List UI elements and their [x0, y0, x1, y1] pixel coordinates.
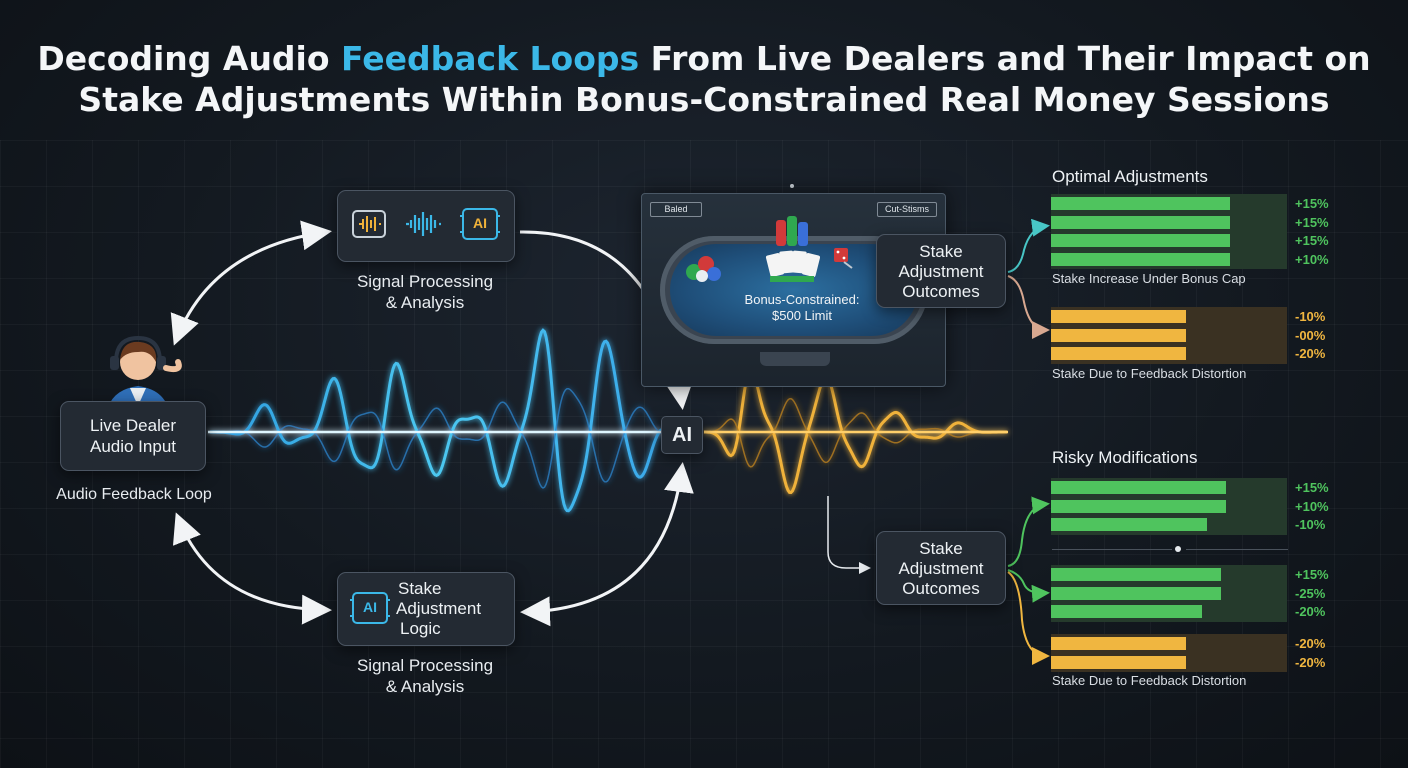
bar-optimal-green-0: [1051, 197, 1231, 210]
outcomes-top-line3: Outcomes: [902, 282, 980, 301]
bar-risky-green-2-1: [1051, 586, 1221, 600]
outcomes-bottom-line1: Stake: [919, 539, 963, 558]
bar-label-optimal-green-2: +15%: [1295, 233, 1329, 248]
table-tag-right[interactable]: Cut-Stisms: [877, 202, 937, 217]
bar-label-risky-green-2-2: -20%: [1295, 604, 1326, 619]
playing-cards-icon: [764, 248, 821, 289]
signal-top-line1: Signal Processing: [356, 272, 494, 291]
risky-divider-dot: [1175, 546, 1181, 552]
ai-node[interactable]: AI: [661, 416, 703, 454]
audio-waveform-blue: [208, 328, 663, 513]
feedback-loop-arrows: [170, 220, 694, 627]
risky-modifications-title: Risky Modifications: [1052, 448, 1198, 467]
bar-label-risky-green-1-1: +10%: [1295, 498, 1329, 514]
logic-line3: Logic: [400, 619, 441, 638]
bar-label-risky-green-2-0: +15%: [1295, 567, 1329, 582]
bar-label-risky-orange-1: -20%: [1295, 654, 1326, 670]
table-tag-left[interactable]: Baled: [650, 202, 702, 217]
bar-optimal-green-3: [1051, 252, 1231, 266]
page-title: Decoding Audio Feedback Loops From Live …: [0, 38, 1408, 120]
bar-label-optimal-green-3: +10%: [1295, 251, 1329, 267]
branch-connectors-bottom: [1007, 496, 1050, 665]
bar-risky-orange-1: [1051, 655, 1186, 669]
dealer-line1: Live Dealer: [90, 416, 176, 435]
bar-optimal-orange-2: [1051, 347, 1186, 360]
signal-top-line2: & Analysis: [385, 293, 465, 312]
signal-bottom-line1: Signal Processing: [356, 656, 494, 675]
bar-label-optimal-orange-0: -10%: [1295, 309, 1326, 324]
ai-chip-icon-logic: AI: [350, 589, 390, 627]
outcomes-bottom-line3: Outcomes: [902, 579, 980, 598]
bar-label-risky-green-1-2: -10%: [1295, 517, 1326, 532]
bar-label-optimal-green-0: +15%: [1295, 196, 1329, 211]
branch-connectors-top: [1007, 218, 1050, 339]
title-part1: Decoding Audio: [37, 39, 342, 78]
outcomes-bottom-line2: Adjustment: [898, 559, 984, 578]
table-line2: $500 Limit: [772, 308, 832, 323]
logic-line2: Adjustment: [396, 599, 482, 618]
title-line2: Stake Adjustments Within Bonus-Constrain…: [78, 80, 1330, 119]
ai-chip-text: AI: [473, 214, 487, 231]
connector-to-outcomes: [827, 496, 871, 574]
signal-processing-box[interactable]: AI: [337, 190, 515, 262]
bar-optimal-green-2: [1051, 234, 1231, 247]
bar-optimal-orange-1: [1051, 328, 1186, 342]
table-limit-text: Bonus-Constrained: $500 Limit: [702, 292, 902, 324]
bar-risky-orange-0: [1051, 637, 1186, 650]
risky-divider-left: [1052, 549, 1172, 550]
bar-risky-green-2-2: [1051, 605, 1203, 618]
audio-feedback-loop-label: Audio Feedback Loop: [56, 486, 212, 503]
signal-bottom-line2: & Analysis: [385, 677, 465, 696]
stake-adjustment-logic-box[interactable]: AI Stake Adjustment Logic: [337, 572, 515, 646]
waveform-scan-icon: [352, 209, 386, 243]
live-dealer-box[interactable]: Live Dealer Audio Input: [60, 401, 206, 471]
optimal-adjustments-title: Optimal Adjustments: [1052, 167, 1208, 186]
soundwave-icon: [404, 210, 442, 243]
bar-risky-green-1-0: [1051, 481, 1226, 494]
bar-label-risky-orange-0: -20%: [1295, 636, 1326, 651]
optimal-green-caption: Stake Increase Under Bonus Cap: [1052, 271, 1246, 286]
ai-chip-icon: AI: [460, 206, 500, 247]
audio-waveform-orange: [704, 366, 1008, 495]
title-part2: From Live Dealers and Their Impact on: [639, 39, 1371, 78]
optimal-orange-caption: Stake Due to Feedback Distortion: [1052, 366, 1247, 381]
logic-line1: Stake: [398, 579, 442, 598]
bar-label-optimal-orange-2: -20%: [1295, 346, 1326, 361]
bar-label-optimal-green-1: +15%: [1295, 214, 1329, 230]
risky-divider-right: [1186, 549, 1288, 550]
table-line1: Bonus-Constrained:: [744, 292, 860, 307]
chip-tower-icon: [772, 214, 812, 253]
chip-stack-icon: [684, 250, 724, 289]
signal-processing-label-bottom: Signal Processing & Analysis: [320, 655, 530, 697]
risky-caption: Stake Due to Feedback Distortion: [1052, 673, 1247, 688]
bar-risky-green-1-2: [1051, 518, 1207, 531]
outcomes-box-top[interactable]: Stake Adjustment Outcomes: [876, 234, 1006, 308]
outcomes-top-line2: Adjustment: [898, 262, 984, 281]
bar-risky-green-1-1: [1051, 499, 1226, 513]
bar-optimal-orange-0: [1051, 310, 1186, 323]
outcomes-top-line1: Stake: [919, 242, 963, 261]
ai-chip-text-logic: AI: [363, 599, 377, 615]
bar-optimal-green-1: [1051, 215, 1231, 229]
title-highlight: Feedback Loops: [341, 39, 640, 78]
dice-icon: [832, 246, 856, 275]
bar-label-risky-green-1-0: +15%: [1295, 480, 1329, 495]
bar-risky-green-2-0: [1051, 568, 1221, 581]
bar-label-risky-green-2-1: -25%: [1295, 585, 1326, 601]
dot-marker: [790, 184, 794, 188]
dealer-line2: Audio Input: [89, 437, 176, 456]
outcomes-box-bottom[interactable]: Stake Adjustment Outcomes: [876, 531, 1006, 605]
table-base: [760, 352, 830, 366]
bar-label-optimal-orange-1: -00%: [1295, 327, 1326, 343]
signal-processing-label-top: Signal Processing & Analysis: [320, 271, 530, 313]
